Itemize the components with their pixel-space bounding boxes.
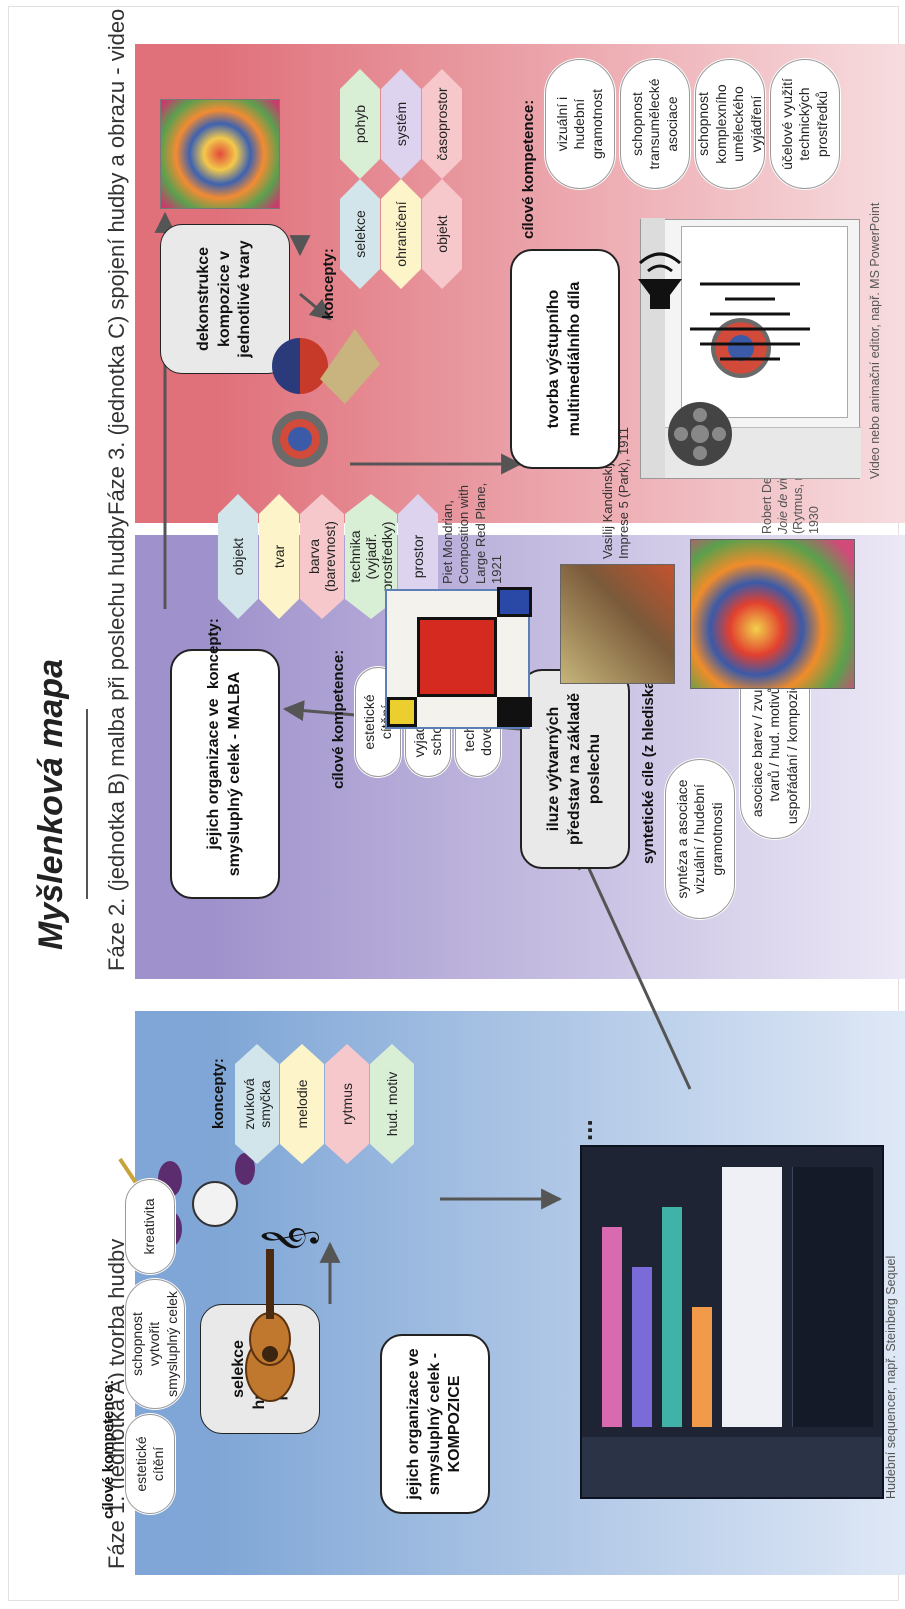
sound-wave-icon: [690, 282, 810, 361]
phase1-competence-2: kreativita: [125, 1179, 175, 1274]
treble-clef-icon: 𝄞: [261, 1226, 319, 1254]
fragment-shape-icon: [272, 338, 300, 394]
arrow-sequencer-to-illusion: [578, 847, 692, 1090]
phase3-caption: Video nebo animační editor, např. MS Pow…: [868, 202, 882, 479]
phase1-competence-0: estetické cítění: [125, 1414, 175, 1514]
phase1-competence-1: schopnost vytvořit smysluplný celek: [125, 1279, 185, 1409]
arrow-image-to-shapes: [299, 292, 332, 321]
film-reel-icon: [668, 402, 732, 466]
guitar-icon: [245, 1249, 295, 1402]
speaker-icon: [638, 252, 682, 309]
